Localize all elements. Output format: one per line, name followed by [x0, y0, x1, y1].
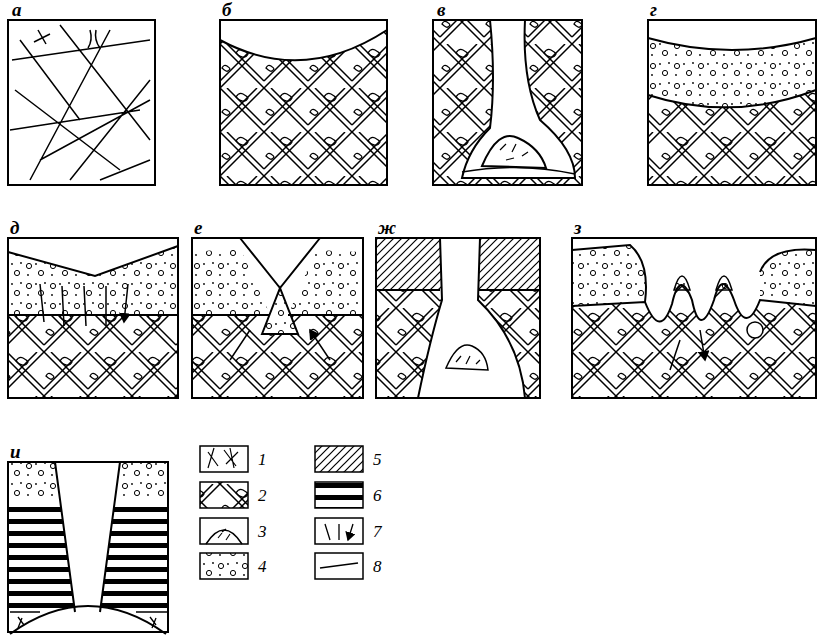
legend-number: 5 [373, 451, 382, 468]
panel-i [8, 462, 168, 634]
panel-g [376, 238, 540, 398]
legend-number: 2 [258, 487, 267, 504]
panel-d [648, 20, 816, 185]
panel-letter: г [650, 0, 657, 19]
legend-number: 8 [373, 558, 382, 575]
panel-letter: ж [378, 218, 396, 237]
panel-e [8, 238, 178, 398]
panel-a [8, 20, 155, 185]
panel-letter: и [10, 442, 21, 461]
panel-letter: е [194, 218, 202, 237]
legend-number: 1 [258, 451, 267, 468]
legend-number: 4 [258, 558, 267, 575]
legend-number: 6 [373, 487, 382, 504]
panel-h [572, 238, 816, 398]
panel-letter: з [574, 218, 581, 237]
panel-c [433, 20, 582, 185]
panel-letter: д [10, 218, 19, 237]
panel-b [220, 20, 387, 185]
legend-number: 7 [373, 523, 382, 540]
legend-swatches [200, 446, 363, 579]
panel-letter: в [437, 0, 446, 19]
legend-number: 3 [258, 523, 267, 540]
panel-f [192, 238, 363, 398]
panel-letter: б [222, 0, 231, 19]
panel-letter: а [12, 0, 22, 19]
